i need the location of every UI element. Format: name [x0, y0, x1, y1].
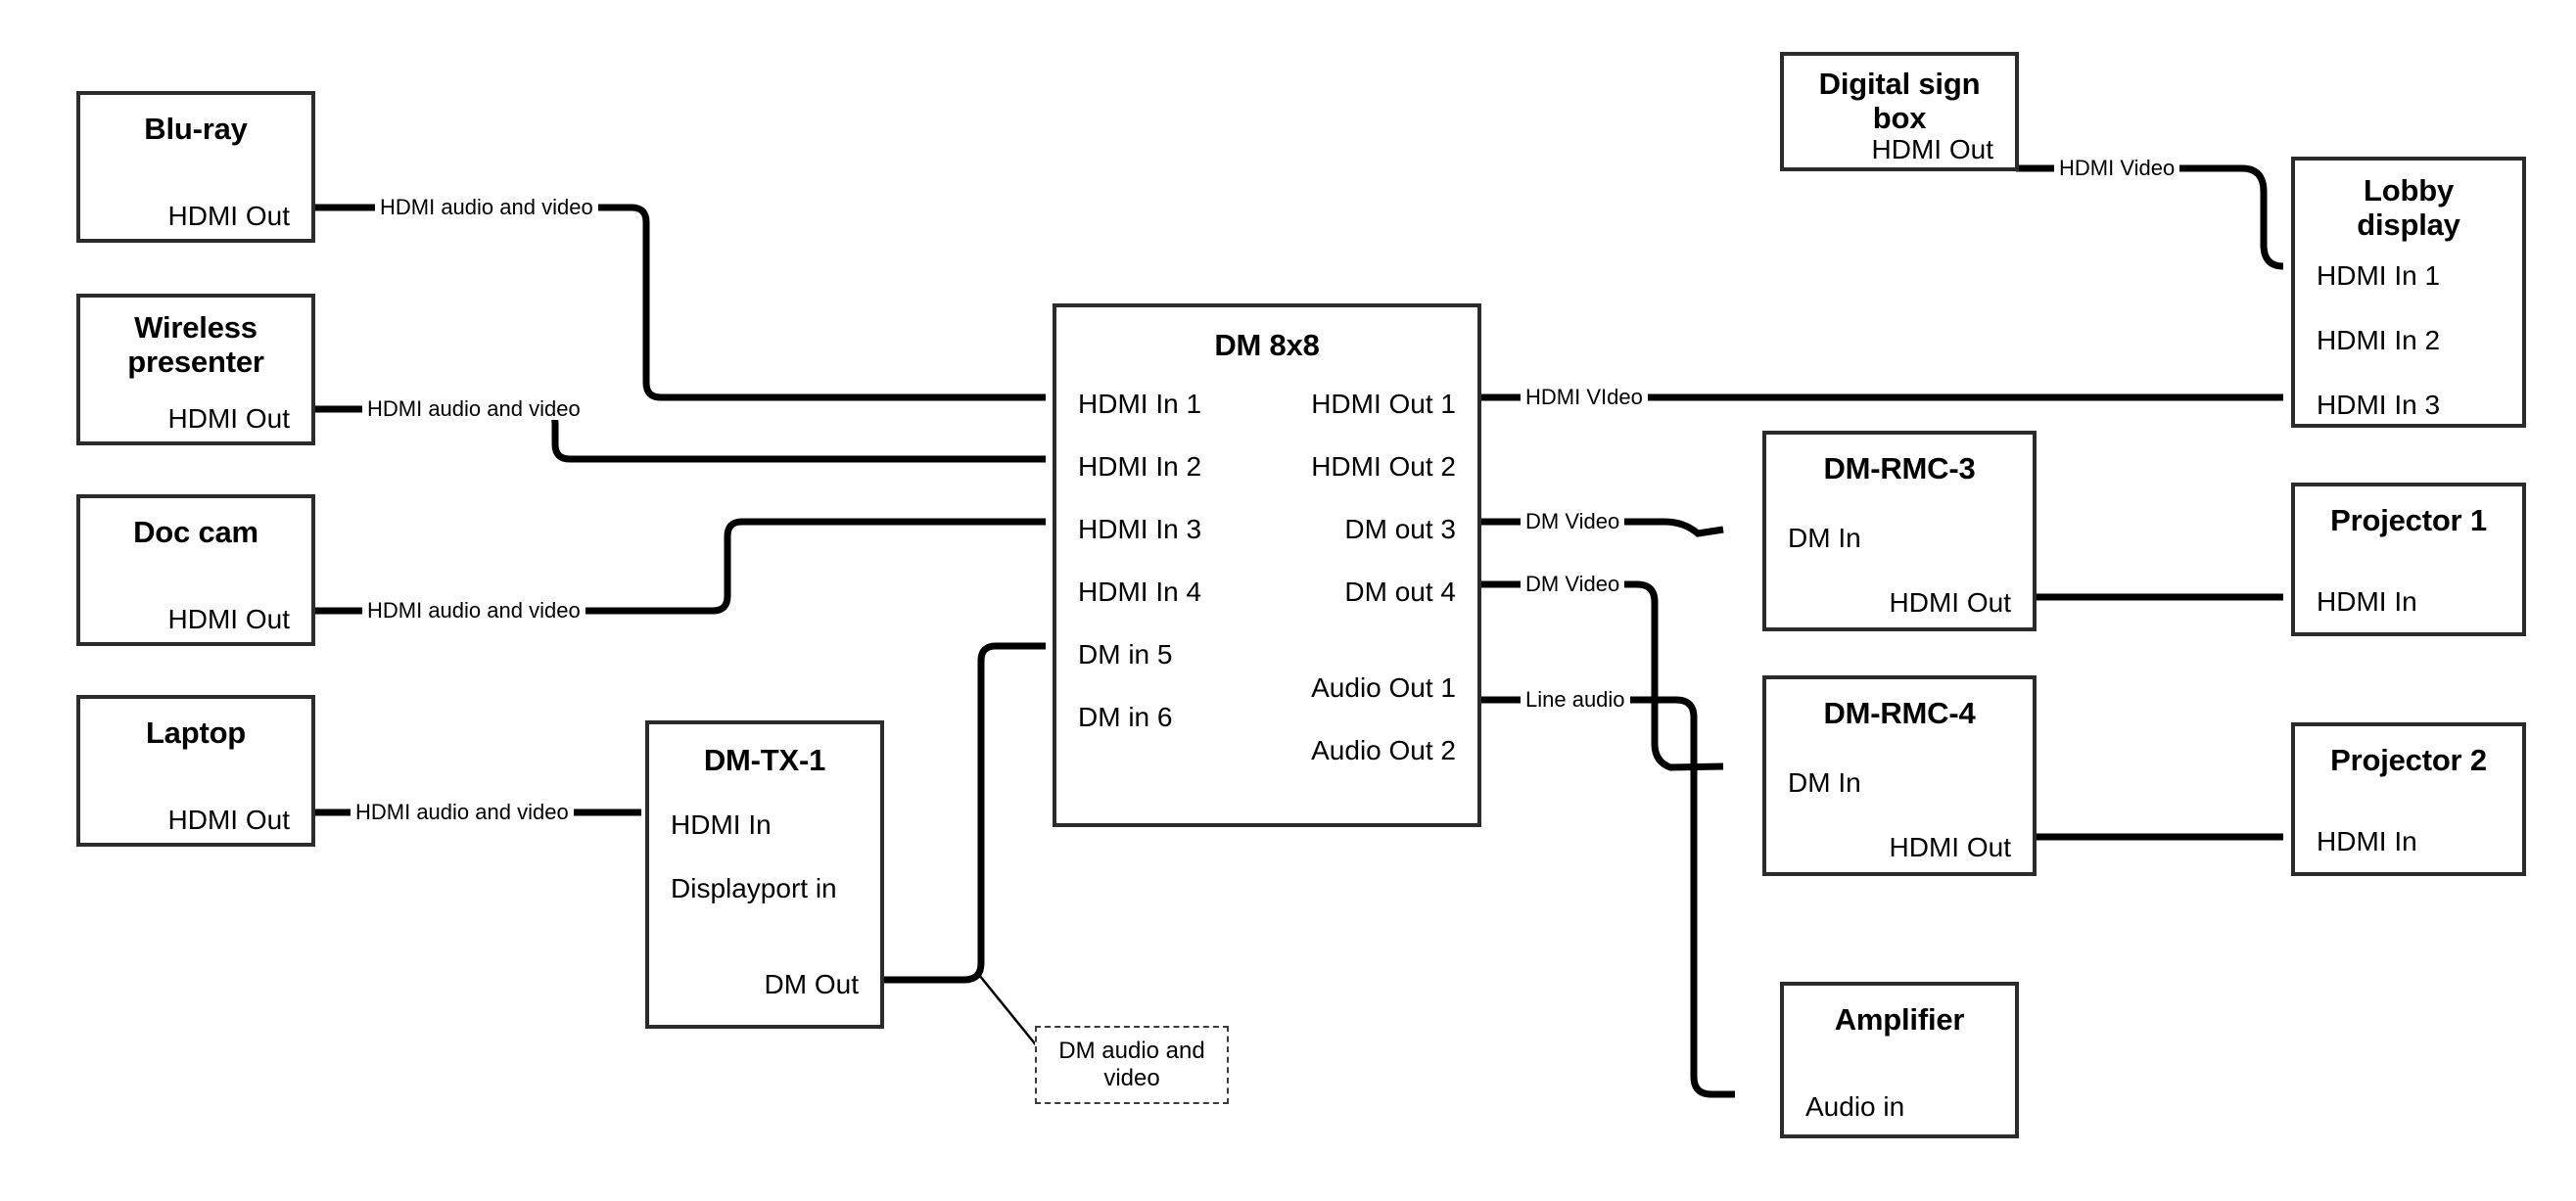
laptop-title: Laptop — [145, 716, 247, 750]
device-box-projector-2[interactable]: Projector 2 HDMI In — [2291, 722, 2526, 876]
device-box-amplifier[interactable]: Amplifier Audio in — [1780, 982, 2019, 1138]
digital-sign-title-line-2: box — [1872, 100, 1927, 135]
link-label-doc-cam-to-switcher: HDMI audio and video — [362, 600, 585, 622]
lobby-display-title-line-2: display — [2357, 207, 2460, 242]
link-label-wireless-presenter-to-switcher: HDMI audio and video — [362, 398, 585, 420]
blu-ray-title: Blu-ray — [144, 112, 248, 146]
dm-rmc-4-title: DM-RMC-4 — [1823, 696, 1976, 730]
source-box-blu-ray[interactable]: Blu-ray HDMI Out — [76, 91, 315, 243]
link-label-blu-ray-to-switcher: HDMI audio and video — [375, 197, 598, 218]
dm-8x8-hdmi-out-1-port: HDMI Out 1 — [1311, 389, 1456, 419]
amplifier-audio-in-port: Audio in — [1805, 1091, 1905, 1122]
device-box-digital-sign[interactable]: Digital sign box HDMI Out — [1780, 52, 2019, 171]
dm-rmc-3-title: DM-RMC-3 — [1823, 451, 1976, 485]
device-box-projector-1[interactable]: Projector 1 HDMI In — [2291, 483, 2526, 636]
dm-rmc-3-dm-in-port: DM In — [1788, 523, 1861, 553]
device-box-dm-rmc-3[interactable]: DM-RMC-3 DM In HDMI Out — [1762, 431, 2037, 631]
link-label-audio-out-1-to-amplifier: Line audio — [1521, 689, 1630, 711]
dm-rmc-4-hdmi-out-port: HDMI Out — [1889, 832, 2011, 862]
link-label-laptop-to-transmitter: HDMI audio and video — [351, 802, 574, 823]
link-label-dm-out-3-to-rmc-3: DM Video — [1521, 511, 1625, 532]
doc-cam-title: Doc cam — [133, 515, 258, 549]
dm-8x8-audio-out-1-port: Audio Out 1 — [1311, 672, 1456, 703]
dm-8x8-audio-out-2-port: Audio Out 2 — [1311, 735, 1456, 765]
dm-8x8-hdmi-out-2-port: HDMI Out 2 — [1311, 451, 1456, 482]
dm-rmc-3-hdmi-out-port: HDMI Out — [1889, 587, 2011, 618]
projector-1-hdmi-in-port: HDMI In — [2317, 586, 2417, 617]
doc-cam-hdmi-out-port: HDMI Out — [167, 604, 290, 634]
dm-8x8-dm-out-4-port: DM out 4 — [1344, 577, 1456, 607]
device-box-dm-rmc-4[interactable]: DM-RMC-4 DM In HDMI Out — [1762, 675, 2037, 876]
dm-tx-1-hdmi-in-port: HDMI In — [671, 809, 772, 840]
dm-tx-1-displayport-in-port: Displayport in — [671, 873, 837, 903]
lobby-display-hdmi-in-3-port: HDMI In 3 — [2317, 390, 2441, 420]
wireless-presenter-hdmi-out-port: HDMI Out — [167, 403, 290, 434]
dm-8x8-hdmi-in-3-port: HDMI In 3 — [1078, 514, 1202, 544]
digital-sign-title-line-1: Digital sign — [1818, 67, 1981, 101]
wireless-presenter-title: Wireless presenter — [127, 310, 264, 379]
projector-2-hdmi-in-port: HDMI In — [2317, 826, 2417, 856]
dm-8x8-dm-out-3-port: DM out 3 — [1344, 514, 1456, 544]
dm-8x8-title: DM 8x8 — [1214, 328, 1320, 362]
device-box-dm-8x8[interactable]: DM 8x8 HDMI In 1 HDMI In 2 HDMI In 3 HDM… — [1053, 303, 1481, 827]
blu-ray-hdmi-out-port: HDMI Out — [167, 201, 290, 231]
source-box-doc-cam[interactable]: Doc cam HDMI Out — [76, 494, 315, 646]
amplifier-title: Amplifier — [1834, 1002, 1965, 1037]
digital-sign-hdmi-out-port: HDMI Out — [1871, 134, 1993, 164]
lobby-display-hdmi-in-1-port: HDMI In 1 — [2317, 260, 2441, 291]
link-label-digital-sign-to-lobby: HDMI Video — [2054, 158, 2180, 179]
dm-8x8-hdmi-in-4-port: HDMI In 4 — [1078, 577, 1202, 607]
device-box-lobby-display[interactable]: Lobby display HDMI In 1 HDMI In 2 HDMI I… — [2291, 157, 2526, 428]
dm-8x8-hdmi-in-1-port: HDMI In 1 — [1078, 389, 1202, 419]
device-box-dm-tx-1[interactable]: DM-TX-1 HDMI In Displayport in DM Out — [645, 720, 884, 1029]
callout-dm-audio-and-video: DM audio and video — [1035, 1026, 1229, 1104]
link-label-hdmi-out-1-to-lobby: HDMI VIdeo — [1521, 387, 1648, 408]
source-box-wireless-presenter[interactable]: Wireless presenter HDMI Out — [76, 294, 315, 445]
source-box-laptop[interactable]: Laptop HDMI Out — [76, 695, 315, 847]
lobby-display-hdmi-in-2-port: HDMI In 2 — [2317, 325, 2441, 355]
dm-rmc-4-dm-in-port: DM In — [1788, 767, 1861, 798]
dm-8x8-dm-in-5-port: DM in 5 — [1078, 639, 1173, 670]
dm-tx-1-title: DM-TX-1 — [703, 743, 826, 777]
projector-2-title: Projector 2 — [2330, 743, 2487, 777]
projector-1-title: Projector 1 — [2330, 503, 2487, 537]
link-label-dm-out-4-to-rmc-4: DM Video — [1521, 574, 1625, 595]
dm-8x8-dm-in-6-port: DM in 6 — [1078, 702, 1173, 732]
dm-8x8-hdmi-in-2-port: HDMI In 2 — [1078, 451, 1202, 482]
lobby-display-title-line-1: Lobby — [2364, 173, 2454, 208]
dm-tx-1-dm-out-port: DM Out — [764, 969, 859, 999]
laptop-hdmi-out-port: HDMI Out — [167, 805, 290, 835]
